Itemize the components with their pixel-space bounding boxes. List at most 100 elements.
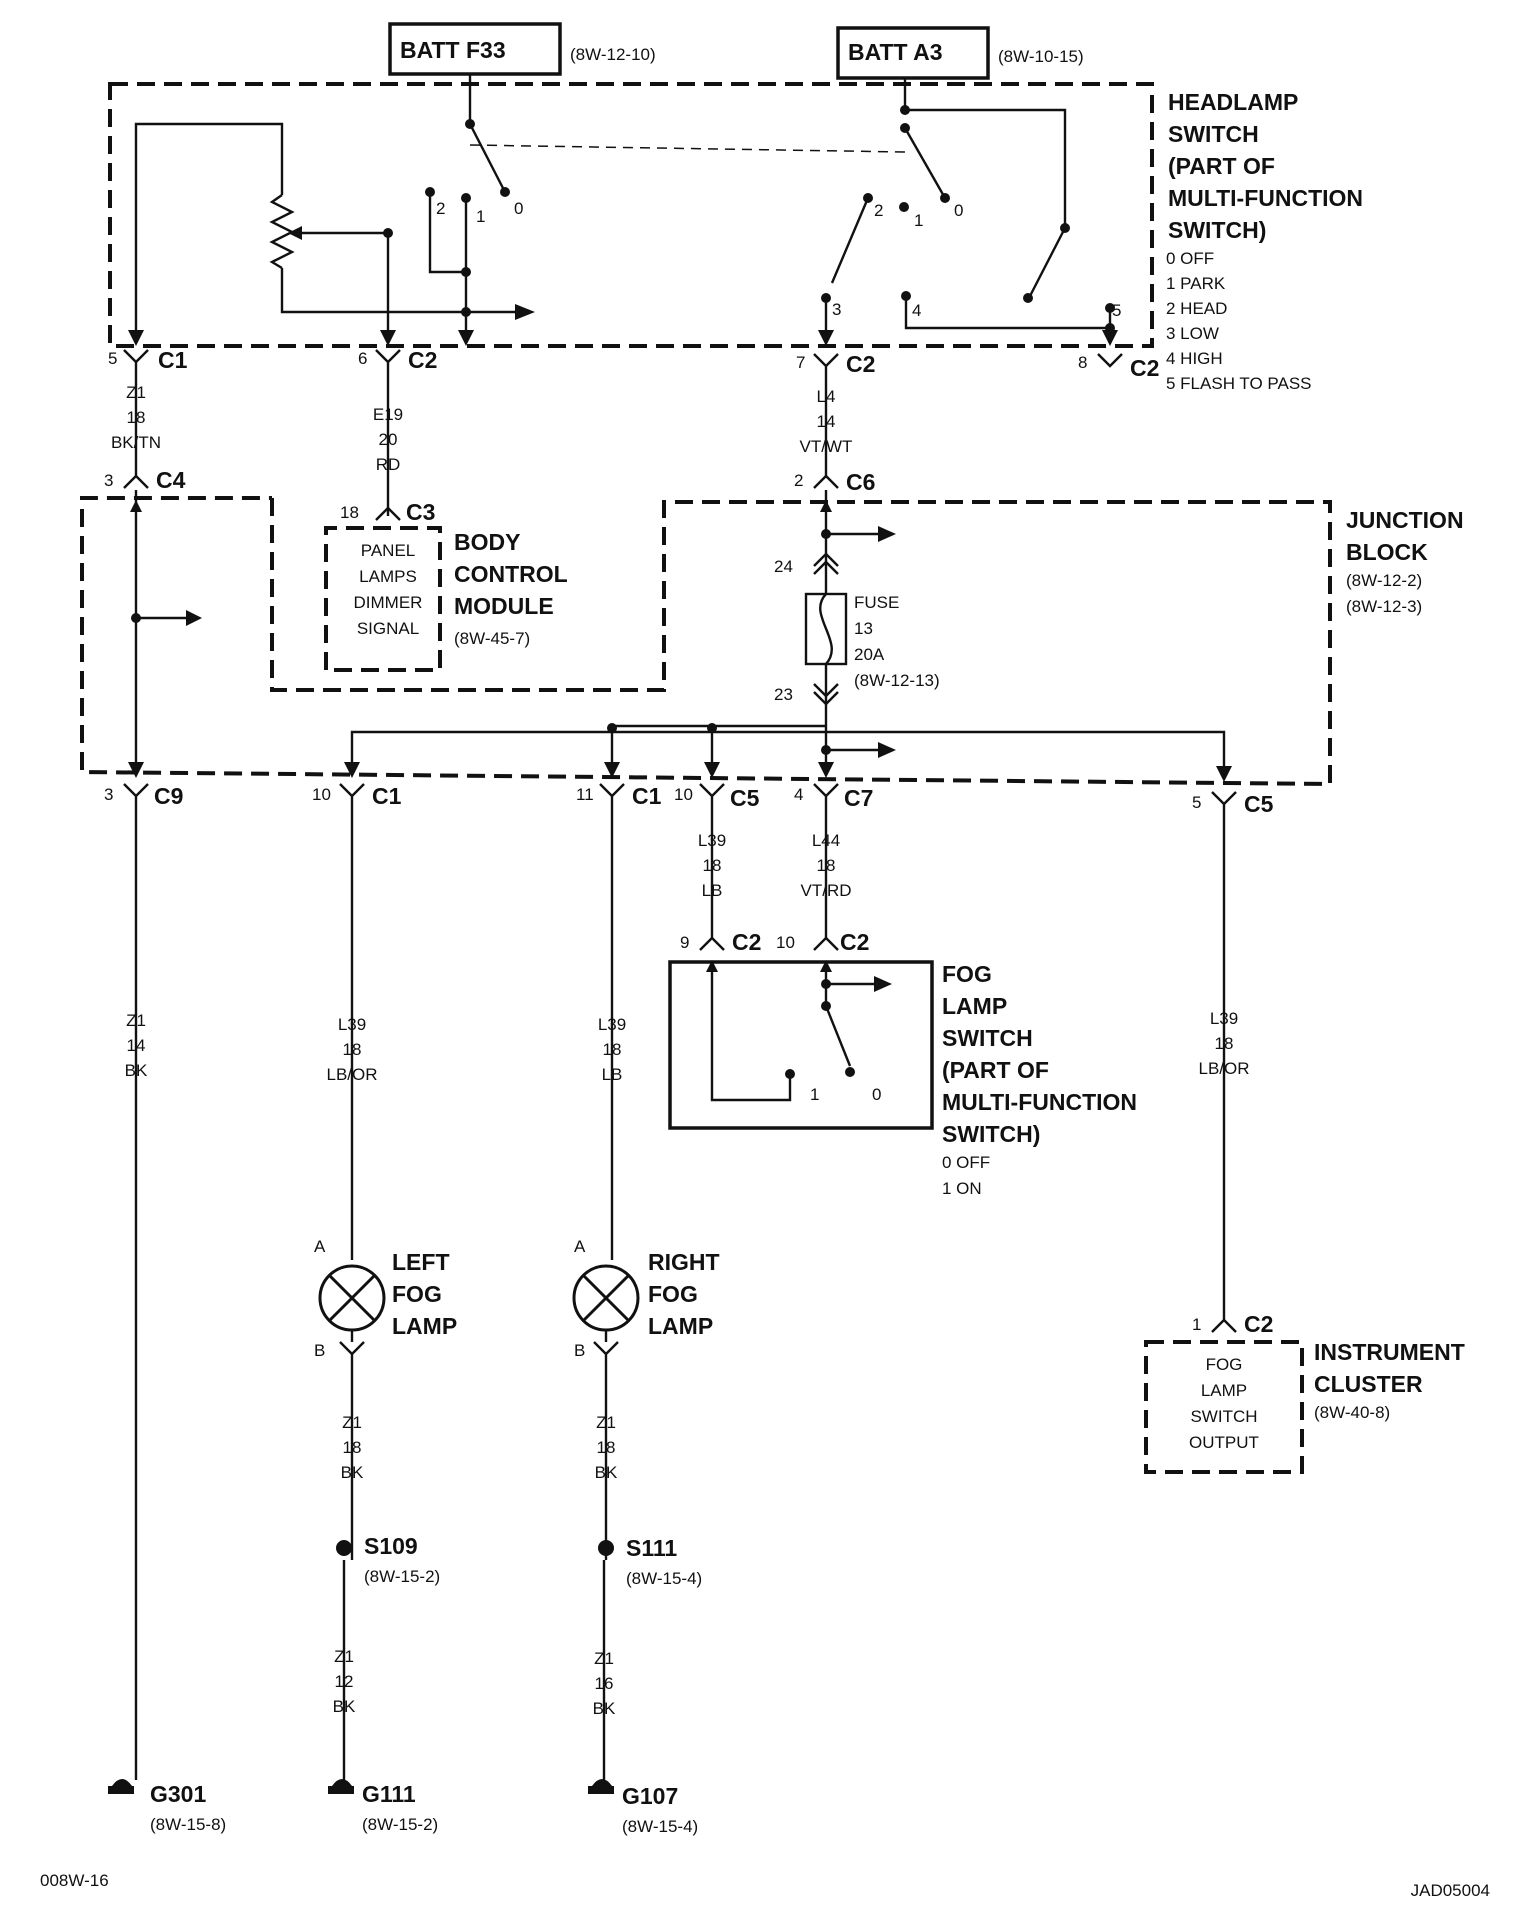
wire-l44-18-vtrd: L44 18 VT/RD — [801, 806, 852, 938]
wire-circuit: L39 — [338, 1015, 366, 1034]
connector-pin: 3 — [104, 785, 113, 804]
connector-name: C2 — [846, 351, 875, 377]
batt-a3-switch: 0 2 1 3 4 5 — [821, 78, 1121, 342]
wire-z1-18-bk-right: Z1 18 BK — [595, 1364, 618, 1560]
fog-lamp-switch-title: SWITCH) — [942, 1121, 1040, 1147]
batt-a3: BATT A3 (8W-10-15) — [836, 26, 1084, 80]
wire-gauge: 12 — [335, 1672, 354, 1691]
wire-gauge: 18 — [343, 1438, 362, 1457]
batt-a3-label: BATT A3 — [848, 39, 943, 65]
connector-row-top: 5 C1 6 C2 7 C2 8 C2 — [108, 347, 1159, 381]
bcm-title: BODY — [454, 529, 520, 555]
wire-z1-18-bktn: Z1 18 BK/TN — [111, 372, 161, 478]
bcm-ref: (8W-45-7) — [454, 629, 530, 648]
connector-name: C4 — [156, 467, 186, 493]
wire-e19-20-rd: E19 20 RD — [373, 372, 403, 516]
connector-name: C1 — [372, 783, 402, 809]
contact-label: 4 — [912, 301, 921, 320]
wire-circuit: L39 — [698, 831, 726, 850]
fuse-label: FUSE — [854, 593, 899, 612]
wire-circuit: E19 — [373, 405, 403, 424]
wire-circuit: Z1 — [126, 383, 146, 402]
junction-block-ref: (8W-12-3) — [1346, 597, 1422, 616]
connector-row-mid: 3 C4 18 C3 2 C6 — [104, 467, 875, 525]
fuse-label: 20A — [854, 645, 885, 664]
wire-color: BK/TN — [111, 433, 161, 452]
footer-right: JAD05004 — [1411, 1881, 1490, 1900]
wire-gauge: 18 — [127, 408, 146, 427]
wire-color: LB — [602, 1065, 623, 1084]
right-fog-lamp: A B RIGHT FOG LAMP — [572, 1237, 720, 1364]
connector-name: C1 — [158, 347, 188, 373]
connector-pin: 6 — [358, 349, 367, 368]
cluster-inner-text: OUTPUT — [1189, 1433, 1259, 1452]
connector-name: C9 — [154, 783, 183, 809]
fog-lamp-switch: 1 0 FOG LAMP SWITCH (PART OF MULTI-FUNCT… — [668, 960, 1137, 1198]
headlamp-switch-title: SWITCH) — [1168, 217, 1266, 243]
batt-f33-label: BATT F33 — [400, 37, 506, 63]
fuse-pin: 24 — [774, 557, 793, 576]
cluster-ref: (8W-40-8) — [1314, 1403, 1390, 1422]
junction-block-ref: (8W-12-2) — [1346, 571, 1422, 590]
headlamp-switch-title: SWITCH — [1168, 121, 1259, 147]
contact-label: 1 — [810, 1085, 819, 1104]
wire-circuit: Z1 — [596, 1413, 616, 1432]
contact-label: 0 — [872, 1085, 881, 1104]
connector-pin: 11 — [576, 785, 594, 804]
wire-circuit: L39 — [598, 1015, 626, 1034]
batt-f33: BATT F33 (8W-12-10) — [388, 22, 656, 76]
lamp-title: RIGHT — [648, 1249, 720, 1275]
splice-name: S111 — [626, 1535, 677, 1561]
switch-position: 4 HIGH — [1166, 349, 1223, 368]
fog-lamp-switch-title: FOG — [942, 961, 992, 987]
wire-color: BK — [333, 1697, 356, 1716]
ground-ref: (8W-15-4) — [622, 1817, 698, 1836]
wire-circuit: L4 — [817, 387, 836, 406]
wire-gauge: 18 — [817, 856, 836, 875]
contact-label: 1 — [914, 211, 923, 230]
fog-lamp-switch-title: SWITCH — [942, 1025, 1033, 1051]
ground-ref: (8W-15-8) — [150, 1815, 226, 1834]
instrument-cluster-boundary — [1144, 1340, 1304, 1474]
splice-ref: (8W-15-4) — [626, 1569, 702, 1588]
junction-block-title: BLOCK — [1346, 539, 1428, 565]
footer-left: 008W-16 — [40, 1871, 109, 1890]
cluster-inner-text: LAMP — [1201, 1381, 1247, 1400]
headlamp-switch-boundary — [108, 82, 1154, 348]
wire-color: RD — [376, 455, 401, 474]
connector-pin: 4 — [794, 785, 803, 804]
contact-label: 0 — [954, 201, 963, 220]
connector-row-bottom: 3 C9 10 C1 11 C1 10 C5 4 C7 5 C5 — [104, 783, 1274, 817]
headlamp-switch-title: (PART OF — [1168, 153, 1275, 179]
connector-pin: 3 — [104, 471, 113, 490]
ground-g107: G107 (8W-15-4) — [588, 1779, 698, 1836]
bcm-inner-text: DIMMER — [354, 593, 423, 612]
connector-name: C2 — [408, 347, 437, 373]
wire-gauge: 16 — [595, 1674, 614, 1693]
connector-name: C6 — [846, 469, 875, 495]
body-control-module: PANEL LAMPS DIMMER SIGNAL BODY CONTROL M… — [324, 526, 568, 672]
contact-label: 5 — [1112, 301, 1121, 320]
batt-f33-ref: (8W-12-10) — [570, 45, 656, 64]
wire-color: BK — [595, 1463, 618, 1482]
cluster-inner-text: SWITCH — [1190, 1407, 1257, 1426]
connector-name: C2 — [732, 929, 761, 955]
switch-position: 3 LOW — [1166, 324, 1219, 343]
contact-label: 2 — [436, 199, 445, 218]
connector-pin: 18 — [340, 503, 359, 522]
wire-gauge: 18 — [343, 1040, 362, 1059]
instrument-cluster: 1 C2 FOG LAMP SWITCH OUTPUT INSTRUMENT C… — [1144, 1311, 1465, 1474]
splice-ref: (8W-15-2) — [364, 1567, 440, 1586]
junction-block-title: JUNCTION — [1346, 507, 1464, 533]
cluster-title: CLUSTER — [1314, 1371, 1423, 1397]
wire-color: LB/OR — [1198, 1059, 1249, 1078]
wire-gauge: 18 — [1215, 1034, 1234, 1053]
wire-gauge: 18 — [603, 1040, 622, 1059]
connector-name: C2 — [840, 929, 869, 955]
bcm-inner-text: LAMPS — [359, 567, 417, 586]
wire-circuit: L44 — [812, 831, 840, 850]
bcm-inner-text: SIGNAL — [357, 619, 419, 638]
connector-name: C2 — [1244, 1311, 1273, 1337]
lamp-title: FOG — [648, 1281, 698, 1307]
